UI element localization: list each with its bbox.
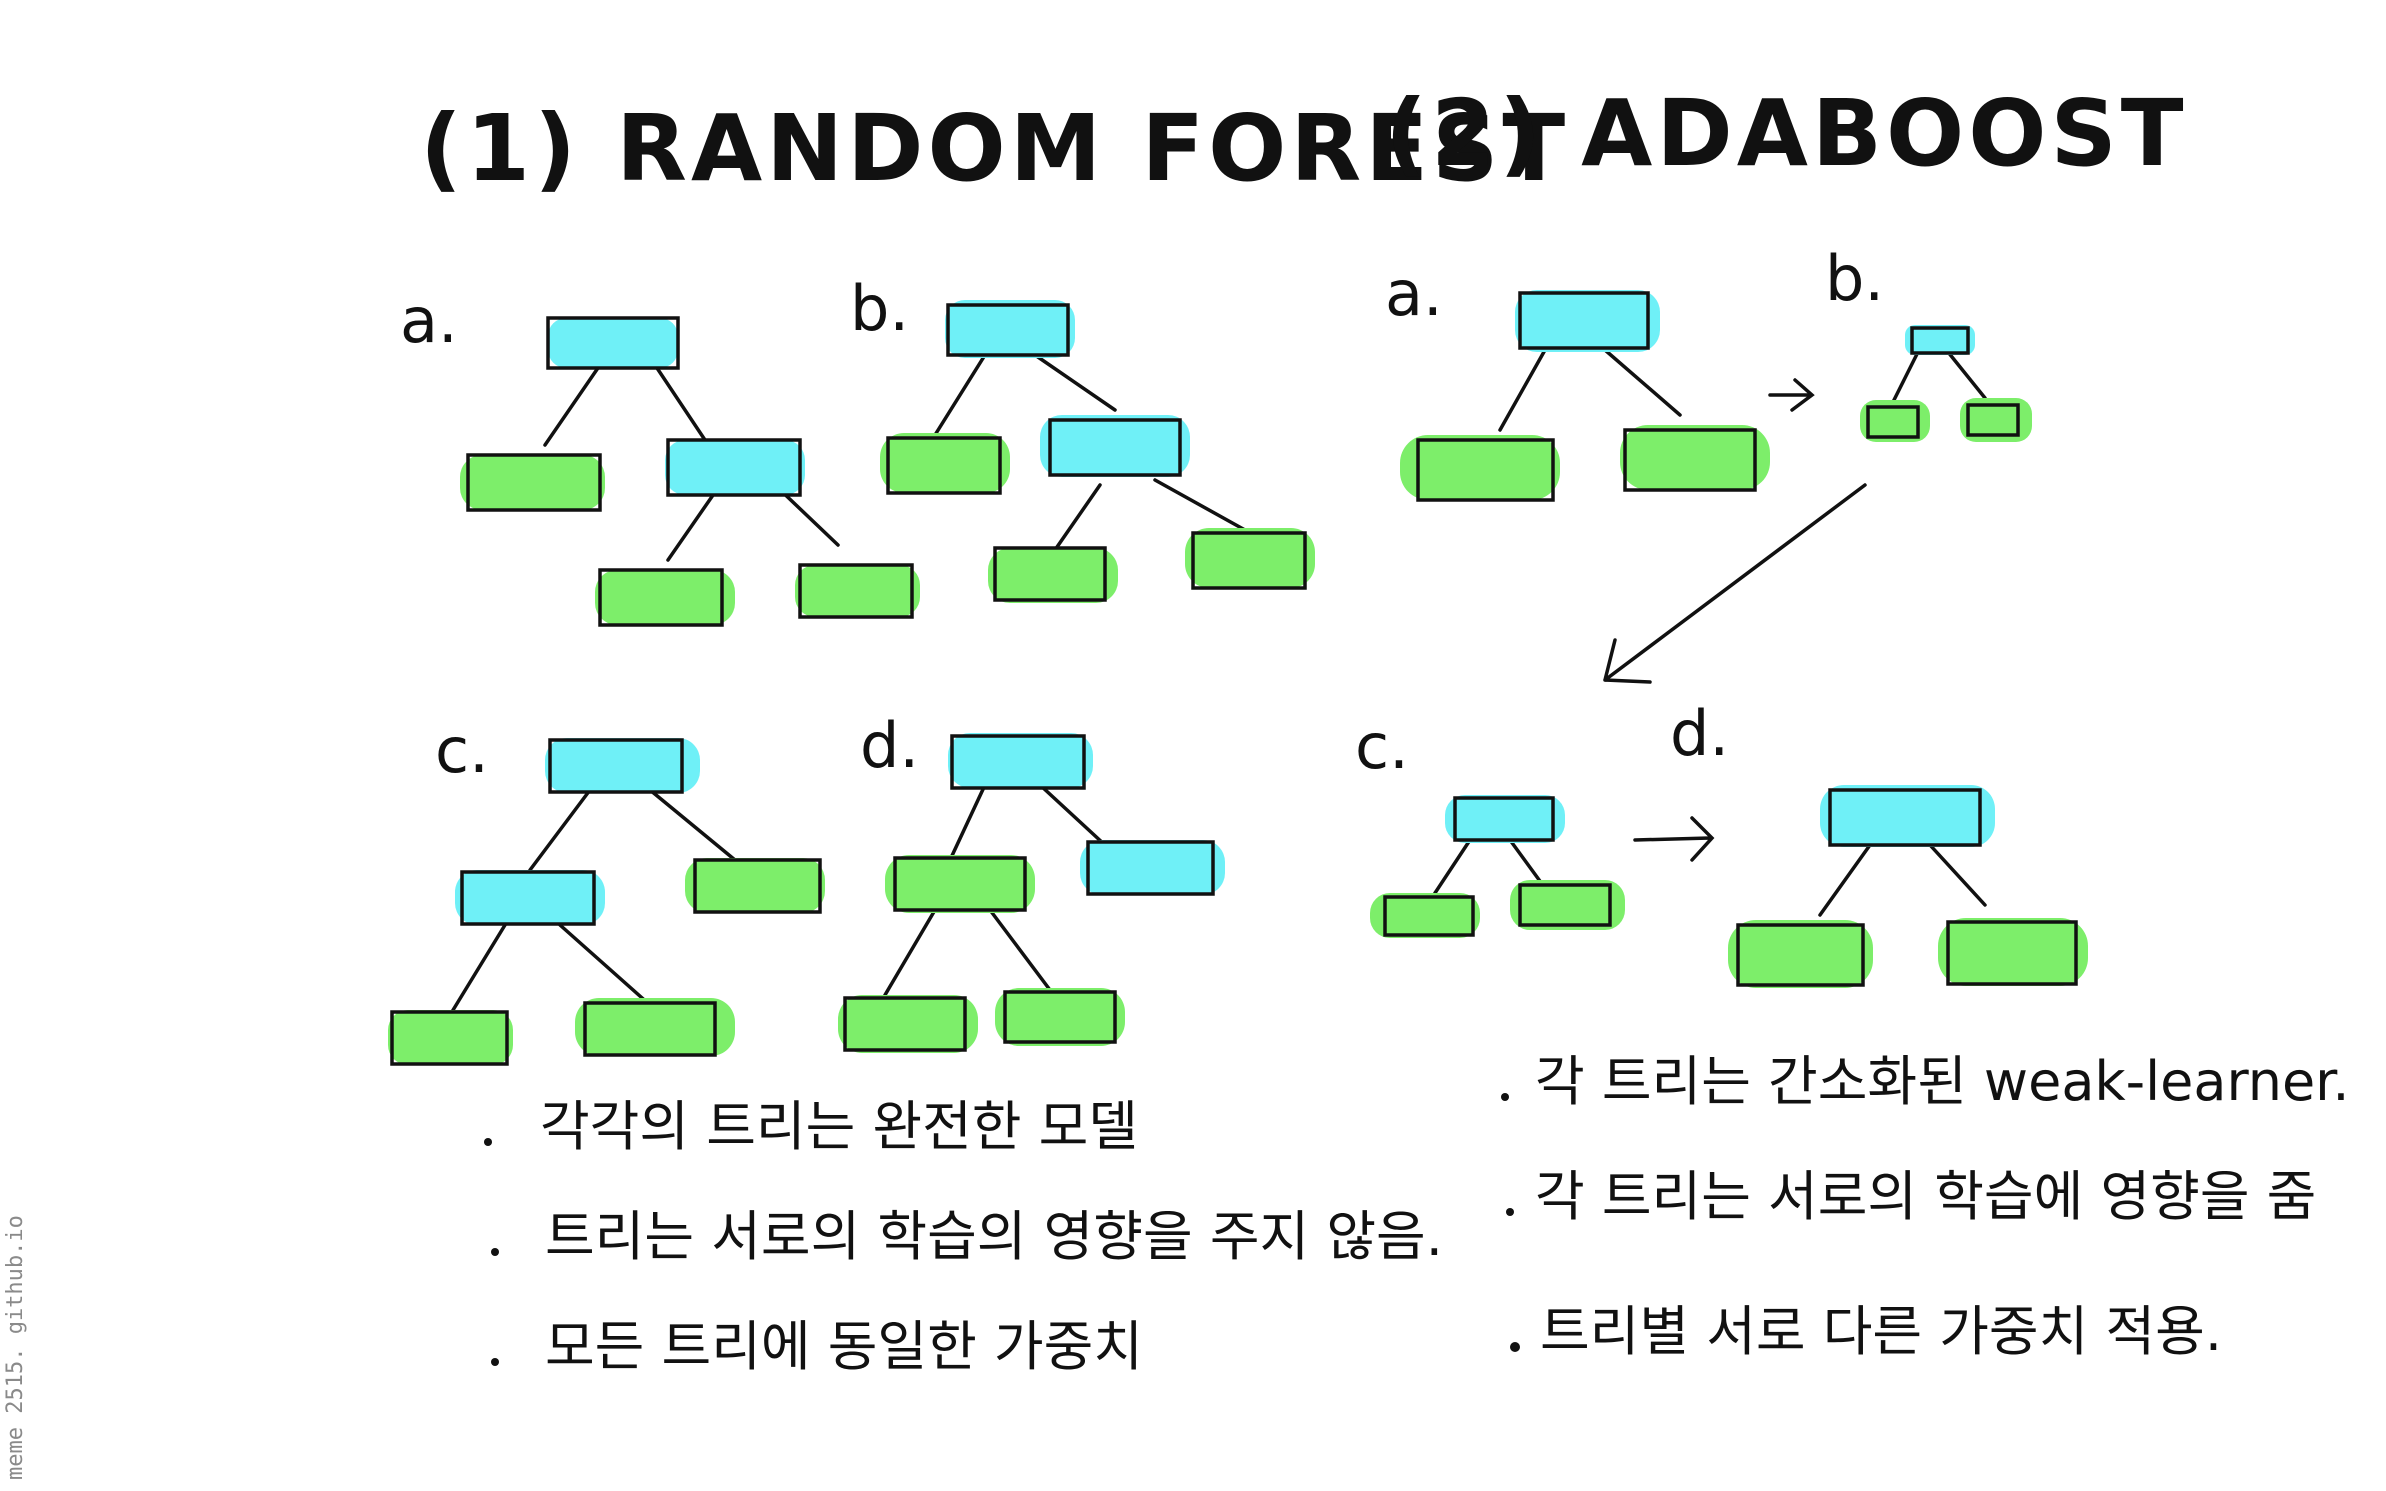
rf-a-split-node	[665, 440, 805, 495]
rf-d-edge-right	[1038, 783, 1107, 847]
rf-b-leaf-rl	[988, 548, 1118, 603]
ab-bullet-3: 트리별 서로 다른 가중치 적용.	[1540, 1300, 2222, 1363]
ab-bullet-1: 각 트리는 간소화된 weak-learner.	[1535, 1050, 2350, 1113]
rf-bullet-list: 각각의 트리는 완전한 모델 트리는 서로의 학습의 영향을 주지 않음. 모든…	[484, 1095, 1443, 1378]
rf-tree-d	[838, 733, 1225, 1053]
rf-a-root-node	[548, 318, 678, 368]
ab-c-leaf-right	[1510, 880, 1625, 930]
ab-d-edge-right	[1928, 843, 1987, 907]
ab-arrow-a-to-b	[1768, 378, 1815, 412]
rf-tree-c	[388, 738, 825, 1066]
ab-arrow-c-to-d	[1633, 816, 1715, 862]
ab-bullet-list: 각 트리는 간소화된 weak-learner. 각 트리는 서로의 학습에 영…	[1501, 1050, 2350, 1363]
rf-a-edge-rl	[666, 483, 722, 562]
ab-d-root-node	[1820, 785, 1995, 847]
rf-d-root-node	[948, 733, 1093, 788]
random-forest-title: (1) RANDOM FOREST	[420, 95, 1569, 202]
rf-c-leaf-right	[685, 858, 825, 913]
ab-bullet-dot-1	[1501, 1093, 1509, 1101]
ab-arrow-b-to-c	[1603, 483, 1867, 684]
ab-stump-b	[1860, 325, 2032, 442]
ab-a-edge-left	[1498, 348, 1547, 432]
rf-tree-a	[460, 316, 920, 627]
ab-panel-label-d: d.	[1670, 697, 1729, 770]
rf-d-split-node	[885, 855, 1035, 913]
rf-c-split-node	[455, 870, 605, 925]
rf-b-edge-rr	[1153, 478, 1247, 532]
rf-bullet-2: 트리는 서로의 학습의 영향을 주지 않음.	[545, 1205, 1443, 1268]
rf-b-leaf-left	[880, 433, 1010, 493]
ab-d-edge-left	[1818, 843, 1872, 917]
rf-a-leaf-rr	[795, 565, 920, 617]
rf-d-leaf-lr	[995, 988, 1125, 1046]
rf-a-edge-right	[653, 363, 707, 442]
rf-a-leaf-rl	[595, 570, 735, 625]
ab-bullet-2: 각 트리는 서로의 학습에 영향을 줌	[1535, 1165, 2316, 1228]
rf-d-leaf-right	[1080, 840, 1225, 895]
watermark: meme 2515. github.io	[3, 1215, 28, 1480]
ab-b-root-node	[1905, 325, 1975, 355]
rf-c-edge-lr	[558, 923, 652, 1007]
rf-bullet-dot-3	[491, 1358, 499, 1366]
rf-b-root-node	[945, 300, 1075, 358]
rf-b-edge-right	[1033, 353, 1117, 412]
rf-c-leaf-ll	[388, 1010, 513, 1065]
ab-bullet-dot-3	[1510, 1342, 1520, 1352]
rf-panel-label-d: d.	[860, 709, 919, 782]
adaboost-title: (2) ADABOOST	[1385, 80, 2187, 187]
ab-c-edge-left	[1433, 838, 1472, 895]
rf-bullet-dot-1	[484, 1138, 492, 1146]
ab-b-edge-left	[1891, 350, 1920, 404]
ab-panel-label-a: a.	[1385, 257, 1443, 330]
ab-b-leaf-right	[1960, 398, 2032, 442]
rf-c-root-node	[545, 738, 700, 793]
ab-bullet-dot-2	[1506, 1208, 1514, 1216]
ab-b-leaf-left	[1860, 400, 1930, 442]
ab-a-leaf-right	[1620, 425, 1770, 490]
ab-d-leaf-right	[1938, 918, 2088, 986]
ab-c-root-node	[1445, 795, 1565, 843]
rf-c-edge-right	[648, 788, 737, 862]
rf-c-edge-ll	[448, 923, 507, 1017]
rf-c-edge-left	[528, 788, 592, 872]
rf-panel-label-a: a.	[400, 284, 458, 357]
ab-d-leaf-left	[1728, 920, 1873, 988]
rf-bullet-1: 각각의 트리는 완전한 모델	[540, 1095, 1138, 1158]
rf-b-edge-left	[933, 353, 987, 437]
rf-tree-b	[880, 300, 1315, 603]
ab-panel-label-c: c.	[1355, 710, 1409, 783]
rf-d-edge-left	[948, 783, 987, 862]
ab-a-edge-right	[1603, 348, 1682, 417]
ab-a-root-node	[1515, 290, 1660, 352]
rf-d-edge-ll	[883, 908, 937, 997]
rf-bullet-dot-2	[491, 1248, 499, 1256]
ab-stump-a	[1400, 290, 1770, 502]
rf-a-leaf-left	[460, 455, 605, 510]
ab-stump-c	[1370, 795, 1625, 938]
rf-bullet-3: 모든 트리에 동일한 가중치	[545, 1315, 1143, 1378]
rf-panel-label-c: c.	[435, 714, 489, 787]
ab-c-leaf-left	[1370, 893, 1480, 938]
ab-stump-d	[1728, 785, 2088, 988]
rf-d-leaf-ll	[838, 995, 978, 1053]
rf-b-leaf-rr	[1185, 528, 1315, 588]
ab-a-leaf-left	[1400, 435, 1560, 500]
rf-d-edge-lr	[988, 908, 1052, 992]
rf-panel-label-b: b.	[850, 272, 909, 345]
ab-b-edge-right	[1946, 350, 1987, 400]
rf-b-split-node	[1040, 415, 1190, 477]
rf-c-leaf-lr	[575, 998, 735, 1056]
ab-panel-label-b: b.	[1825, 242, 1884, 315]
rf-a-edge-left	[543, 363, 602, 447]
